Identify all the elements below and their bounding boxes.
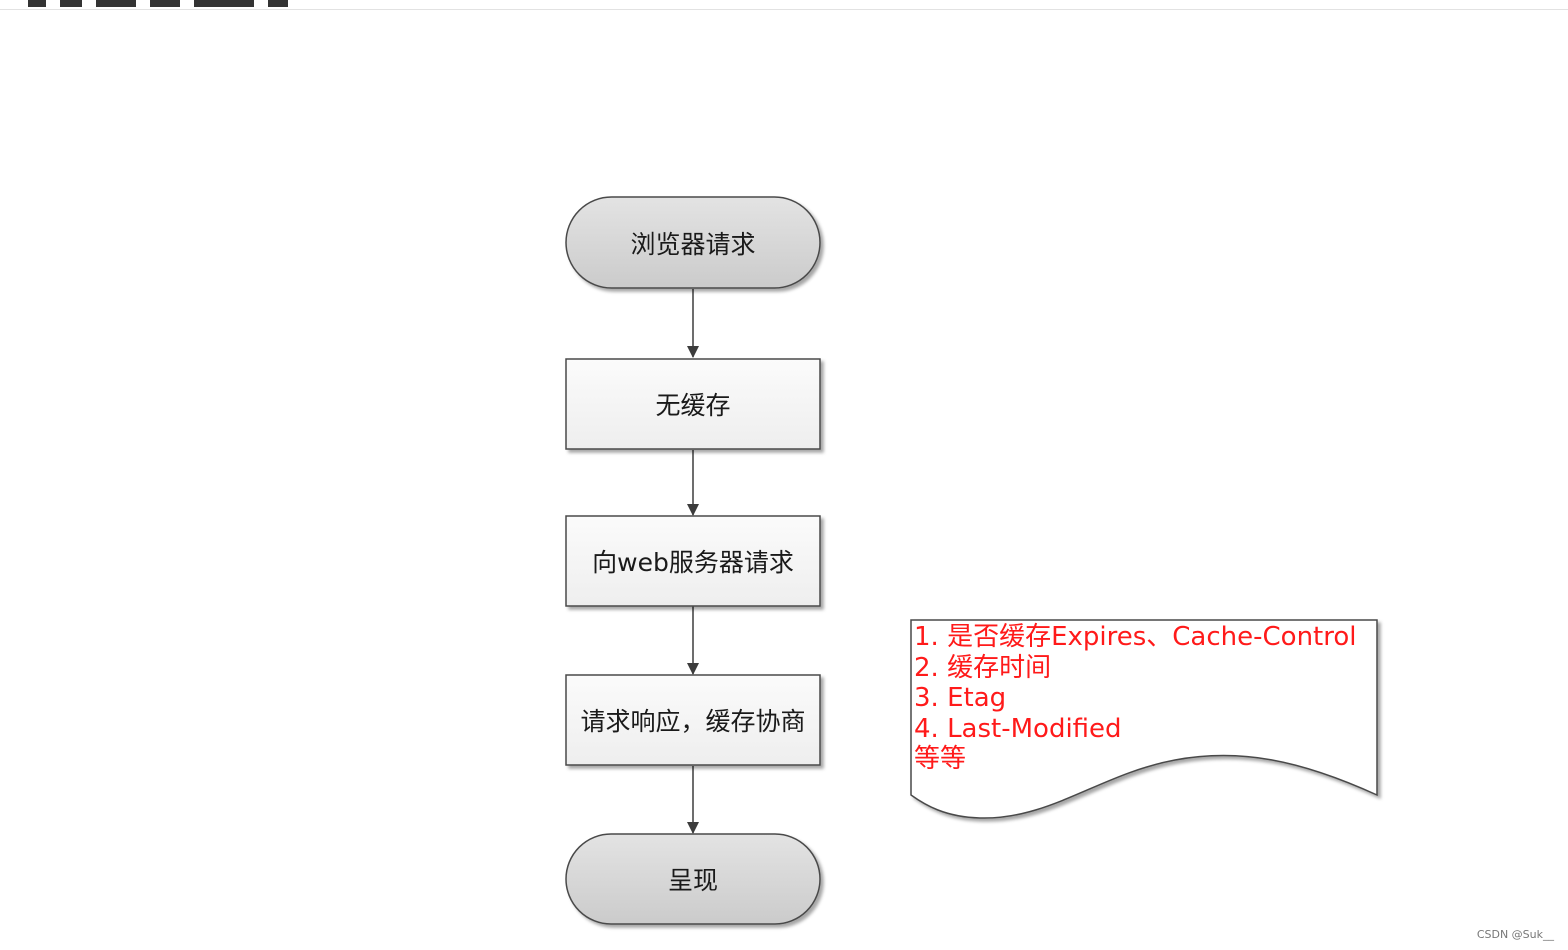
- node-render-shape: [565, 833, 821, 925]
- node-no-cache-label: 无缓存: [655, 391, 731, 420]
- node-start-shape: [565, 196, 821, 289]
- note-document-shape: [910, 619, 1378, 819]
- note-line: 3. Etag: [914, 683, 1007, 713]
- watermark: CSDN @Suk__: [1476, 928, 1554, 941]
- note-line: 4. Last-Modified: [914, 713, 1122, 744]
- top-divider: [0, 9, 1568, 10]
- note-line: 2. 缓存时间: [914, 652, 1052, 683]
- cropped-heading-fragment: [28, 0, 318, 8]
- note-line: 等等: [914, 744, 967, 774]
- node-response-label: 请求响应，缓存协商: [580, 707, 806, 736]
- note-text-block: 1. 是否缓存Expires、Cache-Control 2. 缓存时间 3. …: [914, 622, 1374, 775]
- node-render-label: 呈现: [667, 866, 718, 895]
- node-request-server-shape: [565, 515, 821, 607]
- node-start-label: 浏览器请求: [630, 229, 756, 259]
- note-line: 1. 是否缓存Expires、Cache-Control: [914, 622, 1357, 652]
- node-no-cache-shape: [565, 358, 821, 450]
- node-request-server-label: 向web服务器请求: [592, 548, 794, 577]
- node-response-shape: [565, 674, 821, 766]
